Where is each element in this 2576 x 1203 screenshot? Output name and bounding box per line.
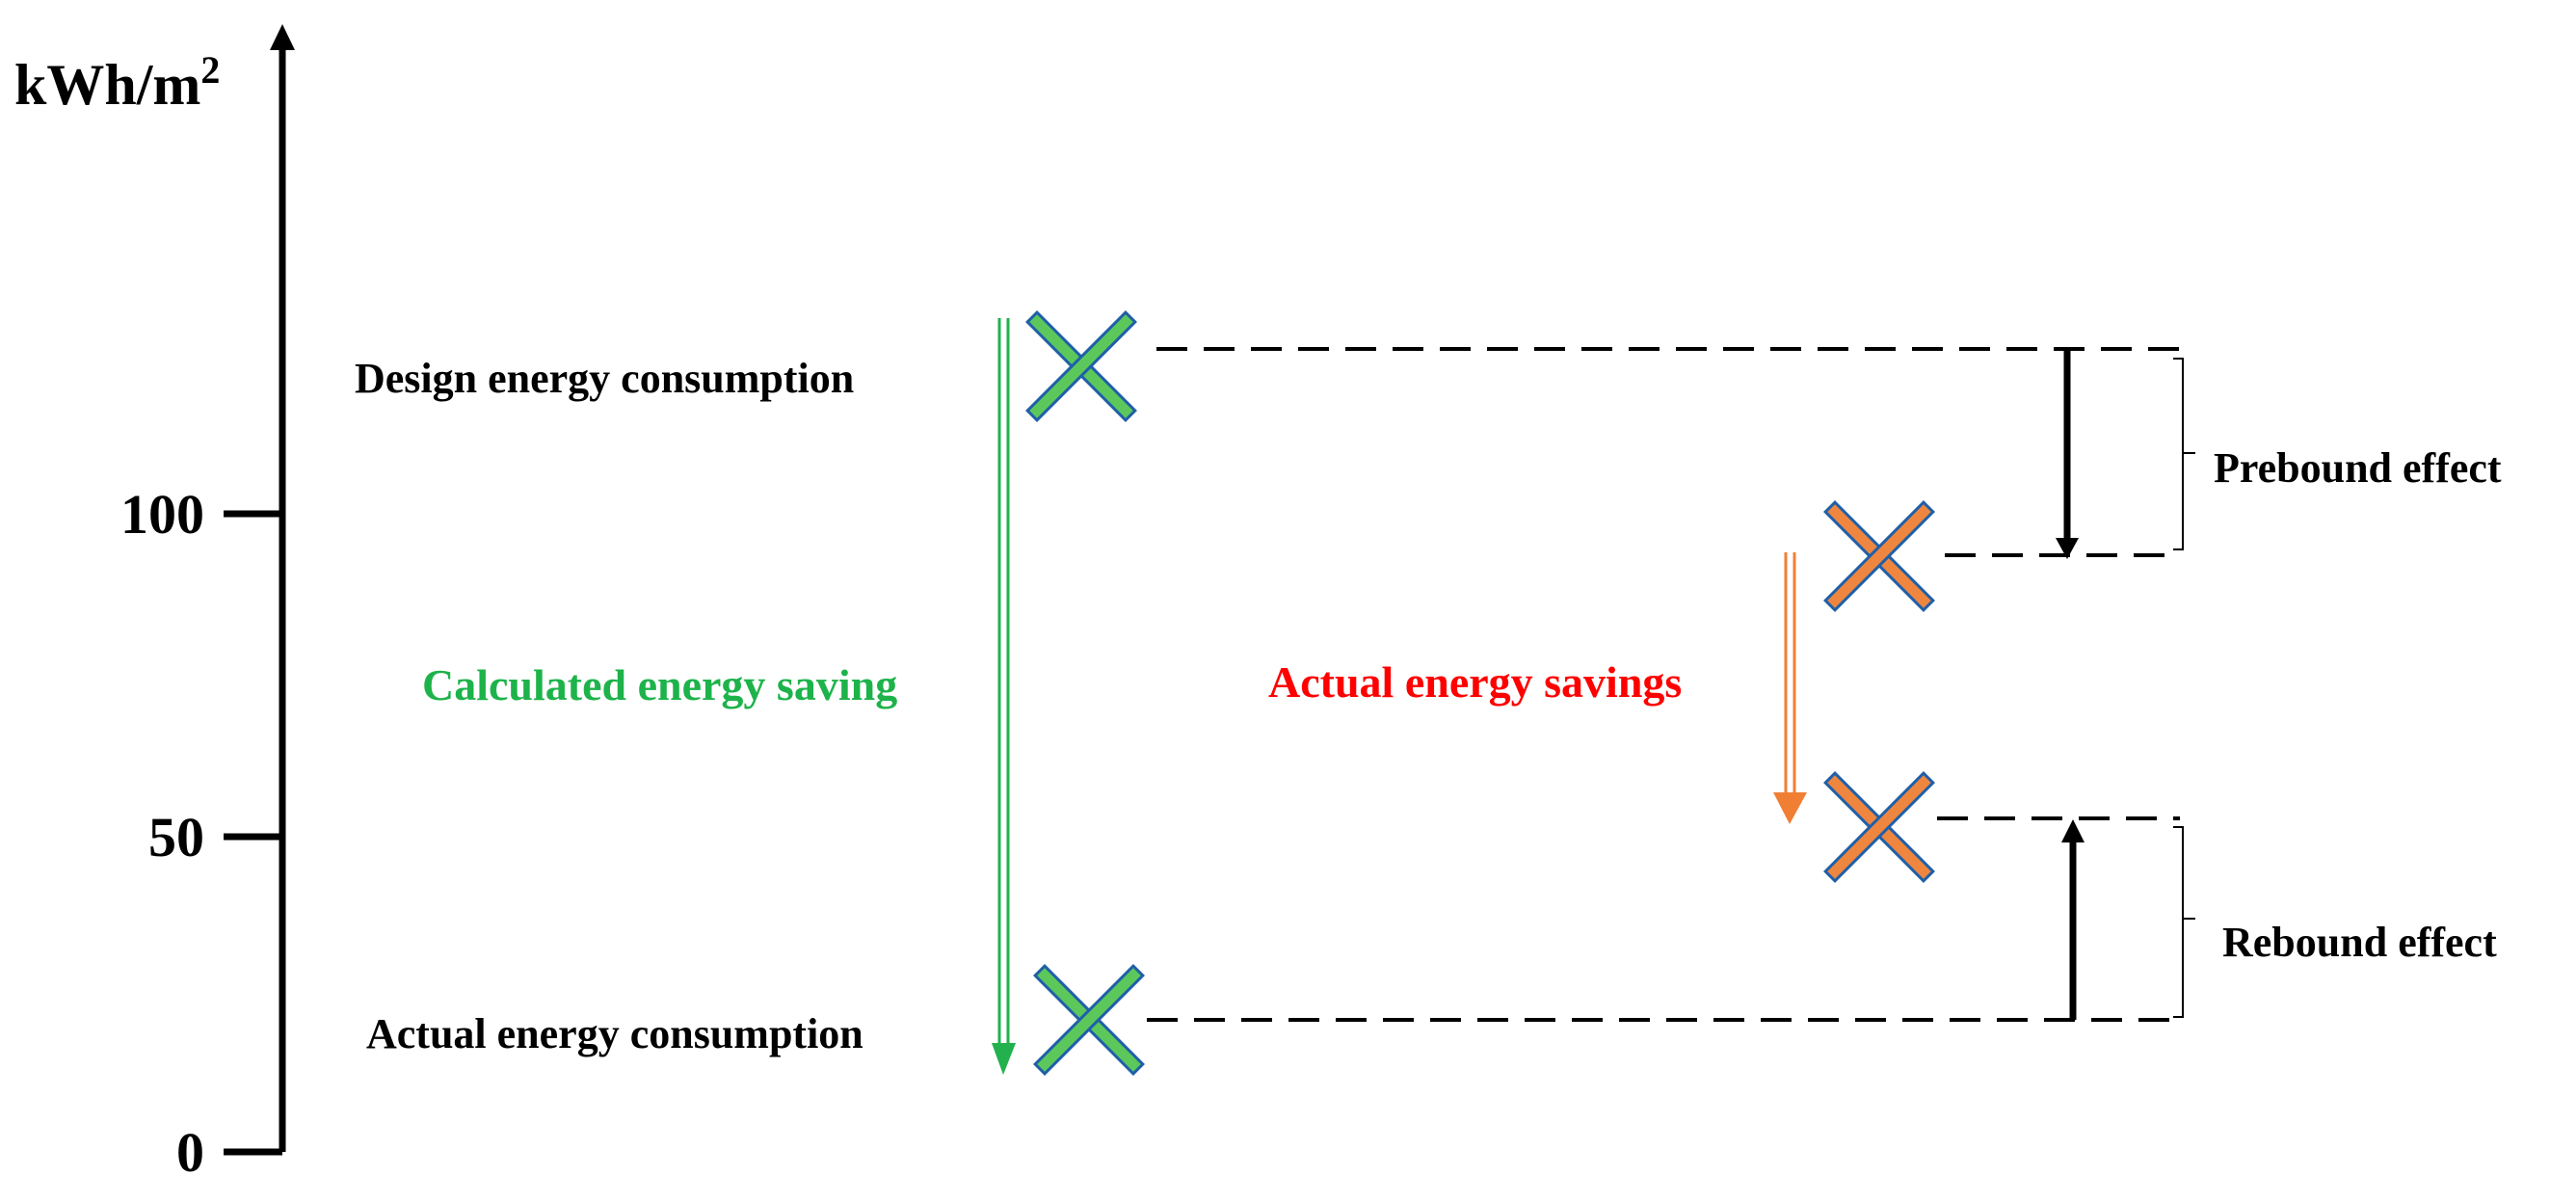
- dashed-reference-lines: [1147, 347, 2180, 1022]
- axis-arrowhead-icon: [270, 24, 295, 50]
- prebound-marker-x-mark-icon: [1823, 500, 1935, 612]
- design-consumption-label: Design energy consumption: [355, 355, 854, 402]
- rebound-marker-x-mark-icon: [1823, 771, 1935, 883]
- y-axis: 100 50 0 kWh/m2: [14, 24, 295, 1184]
- actual-consumption-label: Actual energy consumption: [366, 1010, 863, 1057]
- tick-label-50: 50: [148, 806, 204, 869]
- axis-unit-label: kWh/m2: [14, 48, 220, 117]
- prebound-effect-label: Prebound effect: [2214, 444, 2502, 492]
- design-marker-x-mark-icon: [1025, 310, 1137, 422]
- rebound-arrow: [2061, 819, 2085, 1020]
- calculated-saving-label: Calculated energy saving: [422, 660, 897, 709]
- rebound-bracket: [2173, 826, 2195, 1018]
- actual-marker-x-mark-icon: [1033, 964, 1145, 1076]
- prebound-bracket: [2173, 358, 2195, 550]
- prebound-arrow: [2056, 349, 2079, 559]
- rebound-effect-label: Rebound effect: [2222, 919, 2497, 966]
- calculated-saving-arrow: [992, 318, 1016, 1075]
- tick-label-100: 100: [120, 483, 204, 546]
- tick-label-0: 0: [176, 1121, 204, 1184]
- actual-savings-label: Actual energy savings: [1268, 657, 1682, 707]
- actual-savings-arrow: [1773, 552, 1807, 824]
